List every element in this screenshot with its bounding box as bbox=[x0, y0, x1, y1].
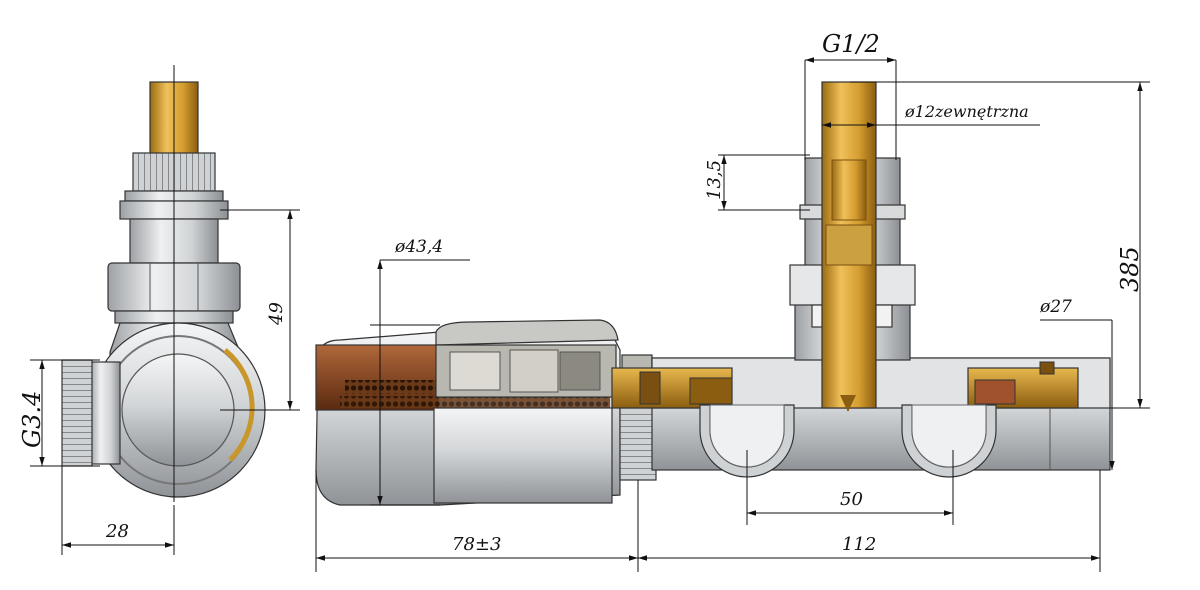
label-50: 50 bbox=[840, 489, 863, 510]
label-diameter-43-4: ø43,4 bbox=[394, 237, 443, 257]
dimension-lines bbox=[30, 57, 1150, 572]
valve-body bbox=[611, 81, 1111, 478]
dimension-labels: G1/2 ø12zewnętrzna 385 13,5 ø27 ø43,4 49… bbox=[18, 30, 1144, 555]
side-view bbox=[61, 65, 266, 502]
label-external-diameter: ø12zewnętrzna bbox=[904, 102, 1029, 121]
label-g34: G3.4 bbox=[18, 391, 46, 448]
label-28: 28 bbox=[105, 521, 129, 542]
head-knurled-collar bbox=[619, 399, 657, 481]
label-diameter-27: ø27 bbox=[1039, 297, 1072, 317]
label-13-5: 13,5 bbox=[704, 160, 725, 200]
label-49: 49 bbox=[266, 302, 287, 326]
side-g34-thread bbox=[61, 359, 93, 467]
label-thread-top: G1/2 bbox=[822, 30, 880, 58]
label-112: 112 bbox=[842, 534, 876, 555]
label-385: 385 bbox=[1116, 246, 1144, 292]
head-spring bbox=[345, 380, 440, 394]
label-78: 78±3 bbox=[452, 534, 501, 555]
thermostatic-head bbox=[315, 319, 657, 506]
